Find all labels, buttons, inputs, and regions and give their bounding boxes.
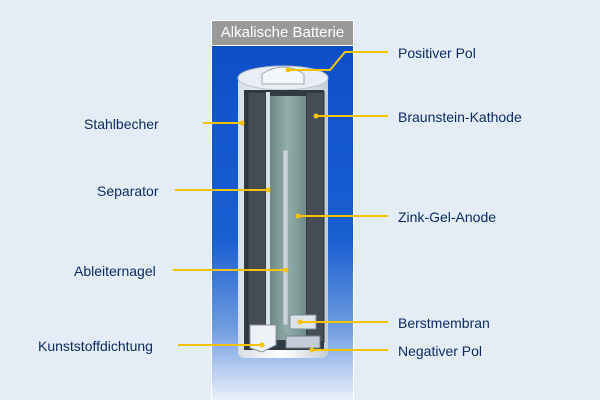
- cathode-left: [248, 92, 266, 342]
- leader-dot-stahlbecher: [240, 121, 245, 126]
- leader-dot-zink-gel-anode: [296, 214, 301, 219]
- collector-nail: [283, 150, 288, 325]
- leader-dot-berstmembran: [298, 320, 303, 325]
- label-positiver-pol: Positiver Pol: [398, 45, 476, 61]
- label-stahlbecher: Stahlbecher: [84, 116, 159, 132]
- label-separator: Separator: [97, 183, 158, 199]
- label-kunststoffdichtung: Kunststoffdichtung: [38, 338, 153, 354]
- leader-dot-braunstein-kathode: [314, 114, 319, 119]
- leader-dot-negativer-pol: [310, 348, 315, 353]
- label-negativer-pol: Negativer Pol: [398, 343, 482, 359]
- separator-layer: [266, 92, 270, 342]
- leader-dot-kunststoffdichtung: [260, 343, 265, 348]
- leader-dot-positiver-pol: [286, 68, 291, 73]
- label-ableiternagel: Ableiternagel: [74, 263, 156, 279]
- leader-dot-separator: [266, 188, 271, 193]
- label-berstmembran: Berstmembran: [398, 315, 490, 331]
- leader-dot-ableiternagel: [284, 268, 289, 273]
- negative-terminal: [286, 336, 320, 348]
- label-braunstein-kathode: Braunstein-Kathode: [398, 109, 522, 125]
- label-zink-gel-anode: Zink-Gel-Anode: [398, 209, 496, 225]
